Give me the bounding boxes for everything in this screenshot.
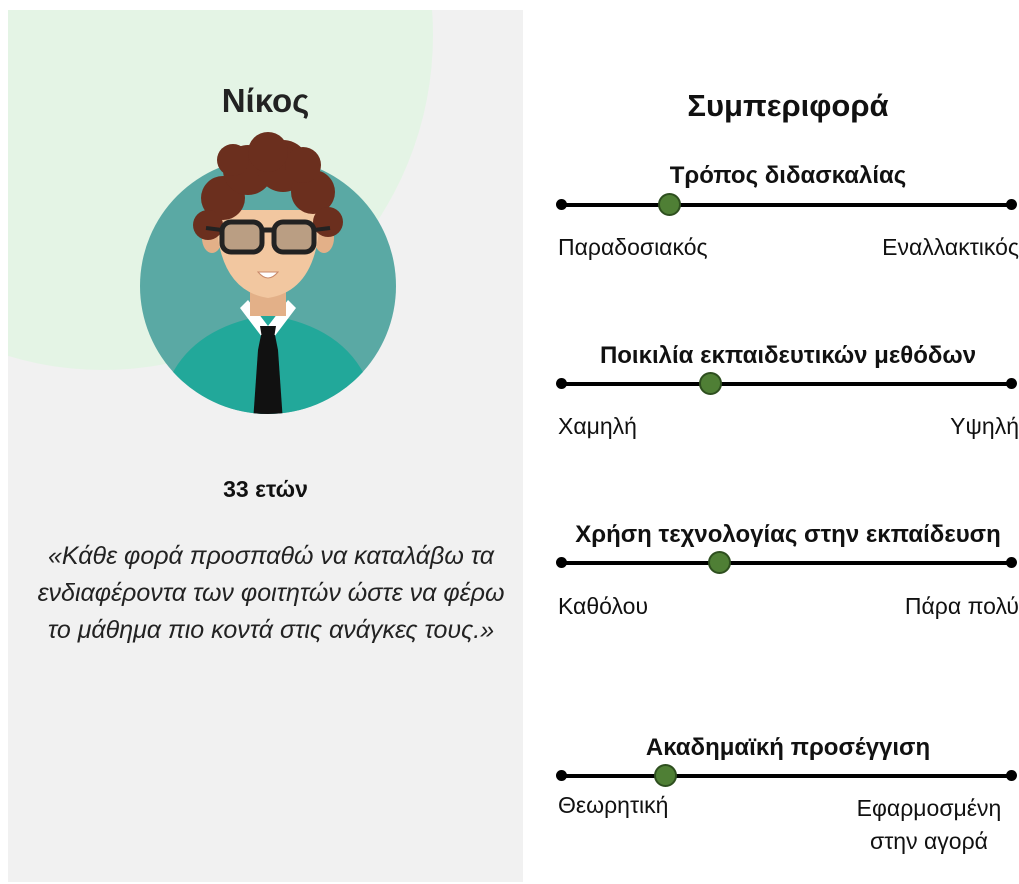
person-quote: «Κάθε φορά προσπαθώ να καταλάβω τα ενδια…	[37, 542, 505, 644]
profile-card: Νίκος	[8, 10, 523, 882]
scale-title: Χρήση τεχνολογίας στην εκπαίδευση	[575, 521, 1001, 548]
track-end-dot	[1006, 770, 1017, 781]
behavior-title: Συμπεριφορά	[687, 88, 889, 123]
scale-high-label: Εφαρμοσμένη στην αγορά	[856, 795, 1002, 854]
avatar	[140, 132, 396, 414]
scale-marker	[658, 193, 682, 216]
scale-academic-approach: Ακαδημαϊκή προσέγγιση Θεωρητική Εφαρμοσμ…	[555, 732, 1019, 862]
track-end-dot	[1006, 557, 1017, 568]
scale-track	[556, 551, 1017, 574]
scale-track	[556, 764, 1017, 787]
track-start-dot	[556, 770, 567, 781]
scale-title: Τρόπος διδασκαλίας	[669, 162, 907, 189]
scale-title: Ποικιλία εκπαιδευτικών μεθόδων	[599, 342, 977, 369]
track-start-dot	[556, 199, 567, 210]
person-name: Νίκος	[221, 82, 310, 119]
scale-high-label: Πάρα πολύ	[904, 593, 1019, 619]
track-end-dot	[1006, 199, 1017, 210]
person-age: 33 ετών	[223, 476, 308, 502]
scale-track	[556, 193, 1017, 216]
scale-track	[556, 372, 1017, 395]
scale-teaching-style: Τρόπος διδασκαλίας Παραδοσιακός Εναλλακτ…	[555, 160, 1019, 270]
scale-technology-use: Χρήση τεχνολογίας στην εκπαίδευση Καθόλο…	[555, 518, 1019, 628]
scale-high-label: Υψηλή	[950, 413, 1019, 439]
scale-method-variety: Ποικιλία εκπαιδευτικών μεθόδων Χαμηλή Υψ…	[555, 340, 1019, 450]
scale-low-label: Καθόλου	[558, 593, 649, 619]
track-start-dot	[556, 378, 567, 389]
scale-low-label: Θεωρητική	[558, 792, 669, 818]
scale-marker	[707, 551, 731, 574]
track-start-dot	[556, 557, 567, 568]
scale-marker	[653, 764, 677, 787]
scale-marker	[698, 372, 722, 395]
scale-title: Ακαδημαϊκή προσέγγιση	[645, 734, 931, 761]
scale-high-label: Εναλλακτικός	[882, 234, 1019, 260]
track-end-dot	[1006, 378, 1017, 389]
scale-low-label: Παραδοσιακός	[558, 234, 708, 260]
scale-low-label: Χαμηλή	[558, 413, 637, 439]
